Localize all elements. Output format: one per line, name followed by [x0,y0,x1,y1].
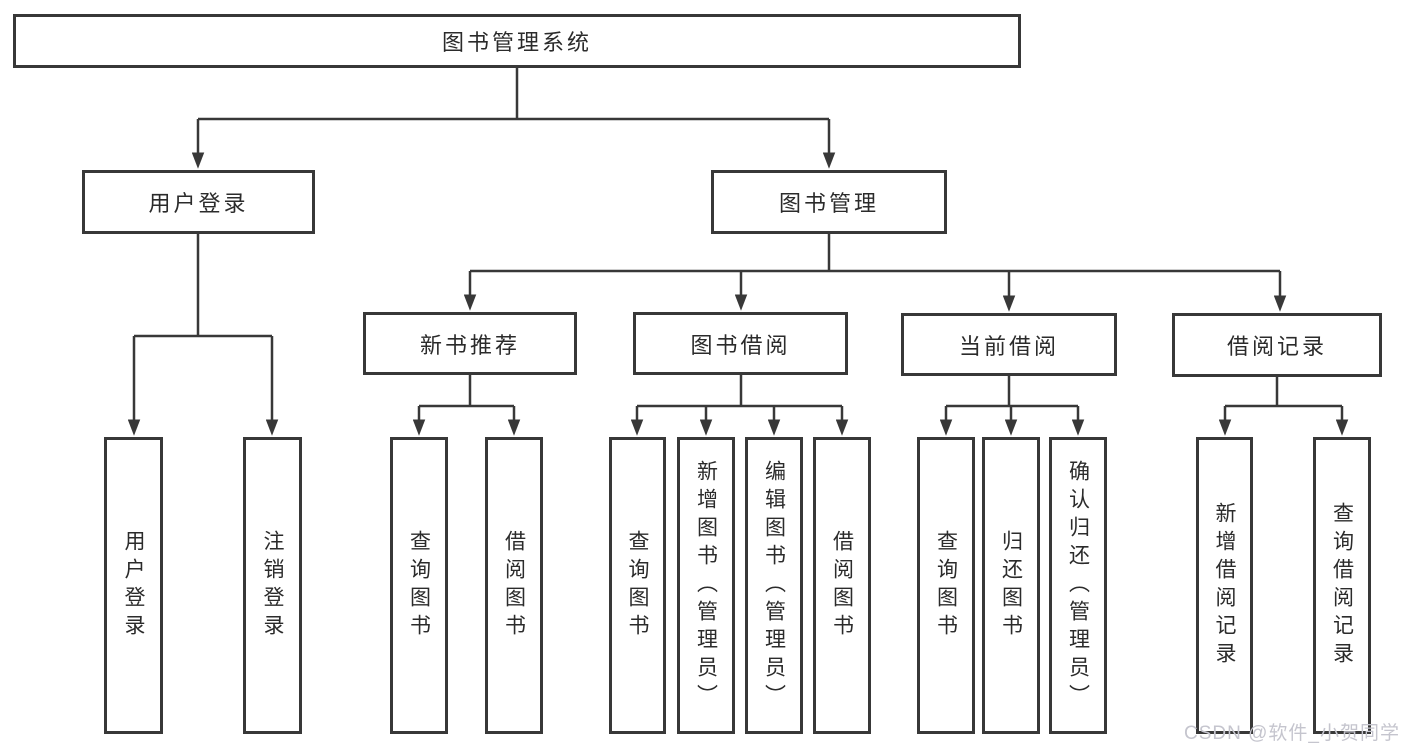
node-leaf-confirm-return-admin: 确认归还（管理员） [1049,437,1107,734]
leaf-label: 借阅图书 [502,529,526,642]
node-book-borrow: 图书借阅 [633,312,848,375]
node-leaf-add-borrow-record: 新增借阅记录 [1196,437,1253,734]
node-leaf-return-books: 归还图书 [982,437,1040,734]
node-leaf-edit-books-admin: 编辑图书（管理员） [745,437,803,734]
leaf-label: 借阅图书 [830,529,854,642]
node-leaf-query-borrow-record: 查询借阅记录 [1313,437,1371,734]
node-leaf-query-books-current: 查询图书 [917,437,975,734]
node-new-book-recommend: 新书推荐 [363,312,577,375]
leaf-label: 归还图书 [999,529,1023,642]
node-borrow-records: 借阅记录 [1172,313,1382,377]
node-leaf-borrow-books-recommend: 借阅图书 [485,437,543,734]
node-book-management: 图书管理 [711,170,947,234]
leaf-label: 查询借阅记录 [1330,501,1354,670]
watermark: CSDN @软件_小贺同学 [1184,723,1400,744]
node-root: 图书管理系统 [13,14,1021,68]
leaf-label: 查询图书 [407,529,431,642]
node-leaf-query-books-recommend: 查询图书 [390,437,448,734]
node-leaf-user-login: 用户登录 [104,437,163,734]
node-leaf-logout: 注销登录 [243,437,302,734]
leaf-label: 新增借阅记录 [1213,501,1236,670]
branch-lines [134,68,1342,408]
node-user-login: 用户登录 [82,170,315,234]
leaf-label: 查询图书 [934,529,958,642]
leaf-label: 注销登录 [261,529,284,642]
leaf-label: 确认归还（管理员） [1066,459,1090,712]
node-current-borrow: 当前借阅 [901,313,1117,376]
node-leaf-query-books-borrow: 查询图书 [609,437,666,734]
leaf-label: 编辑图书（管理员） [762,459,786,712]
leaf-label: 用户登录 [122,529,145,642]
leaf-label: 查询图书 [626,529,649,642]
node-leaf-add-books-admin: 新增图书（管理员） [677,437,735,734]
leaf-label: 新增图书（管理员） [694,459,718,712]
node-leaf-borrow-books: 借阅图书 [813,437,871,734]
